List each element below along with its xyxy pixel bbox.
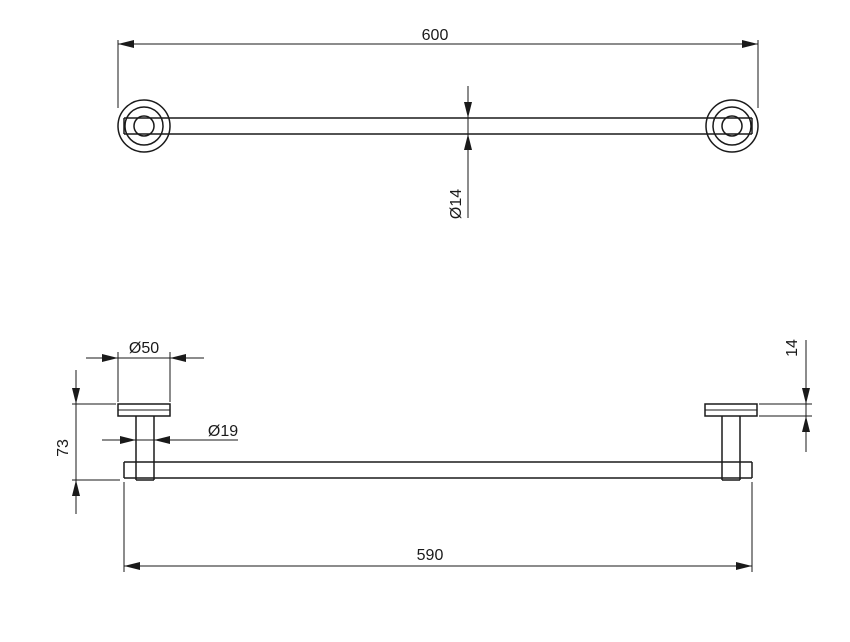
dimension-590: 590 [123, 482, 753, 572]
left-bracket-front [117, 403, 171, 481]
dimension-label-tube-diameter: Ø14 [448, 189, 465, 219]
dimension-label-600: 600 [422, 27, 449, 44]
dimension-post-diameter: Ø19 [102, 423, 238, 444]
dimension-label-projection: 73 [55, 439, 72, 457]
dimension-label-post-diameter: Ø19 [208, 423, 238, 440]
bar-tube-front [123, 461, 753, 479]
dimension-label-590: 590 [417, 547, 444, 564]
left-flange-top [117, 99, 171, 153]
dimension-label-base-thickness: 14 [784, 339, 801, 357]
dimension-base-diameter: Ø50 [86, 340, 204, 402]
dimension-600: 600 [117, 27, 759, 108]
dimension-projection: 73 [55, 370, 120, 514]
dimension-label-base-diameter: Ø50 [129, 340, 159, 357]
top-view: 600 Ø14 [117, 27, 759, 219]
bar-tube-top [123, 117, 753, 135]
dimension-tube-diameter: Ø14 [448, 86, 472, 219]
dimension-base-thickness: 14 [759, 339, 812, 452]
right-flange-top [705, 99, 759, 153]
right-bracket-front [704, 403, 758, 481]
front-view: Ø50 Ø19 73 14 [55, 339, 812, 572]
